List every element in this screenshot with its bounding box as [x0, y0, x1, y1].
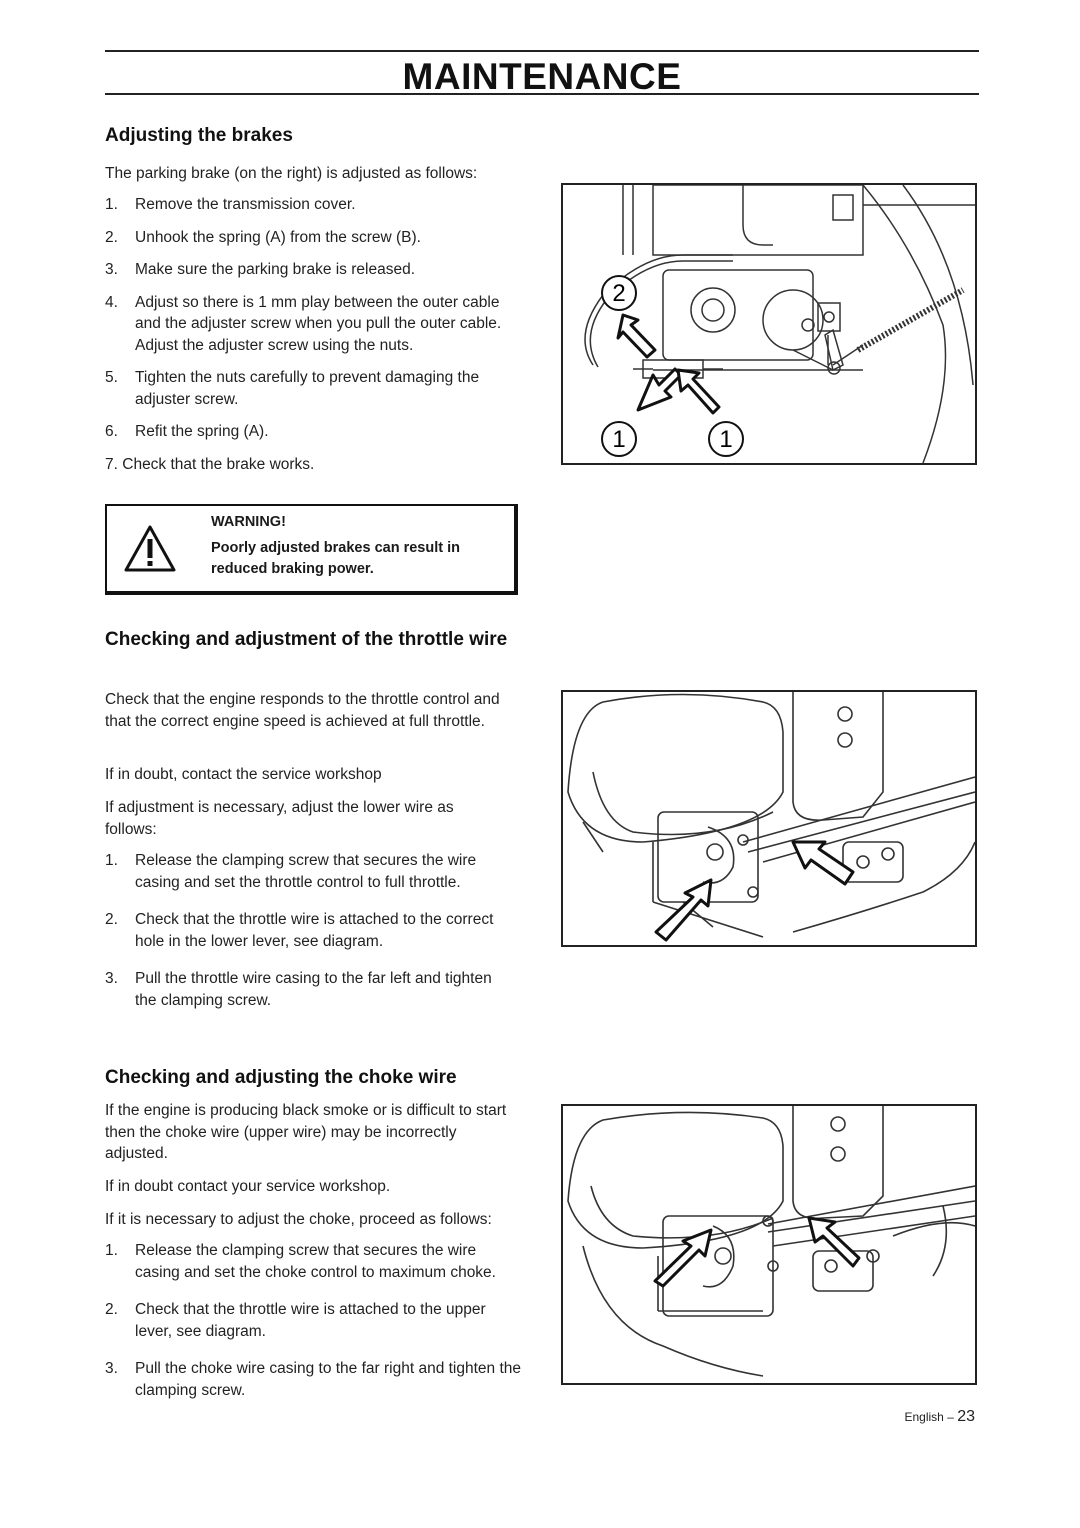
header-top-rule	[105, 50, 979, 52]
throttle-heading: Checking and adjustment of the throttle …	[105, 629, 508, 650]
step-text: Make sure the parking brake is released.	[135, 261, 416, 278]
figure-label-1b: 1	[719, 426, 732, 453]
list-item: 7. Check that the brake works.	[105, 454, 505, 476]
header-bottom-rule	[105, 93, 979, 95]
step-number: 5.	[105, 369, 118, 386]
throttle-steps: 1. Release the clamping screw that secure…	[105, 850, 515, 1011]
step-text: Tighten the nuts carefully to prevent da…	[135, 369, 480, 408]
step-text: Check that the brake works.	[122, 455, 315, 473]
arrow-icon	[616, 313, 657, 359]
warning-triangle-icon	[124, 525, 176, 572]
step-text: Release the clamping screw that secures …	[135, 852, 477, 891]
throttle-paragraph-1: Check that the engine responds to the th…	[105, 691, 500, 730]
step-text: Refit the spring (A).	[135, 423, 269, 440]
step-text: Pull the throttle wire casing to the far…	[135, 970, 492, 1009]
warning-label: WARNING!	[211, 514, 286, 530]
step-number: 2.	[105, 1301, 118, 1318]
list-item: 2. Check that the throttle wire is attach…	[105, 1299, 523, 1342]
list-item: 6. Refit the spring (A).	[105, 421, 505, 443]
brakes-heading: Adjusting the brakes	[105, 125, 293, 146]
brake-diagram: 2 1 1	[561, 183, 977, 465]
page-footer: English – 23	[905, 1408, 976, 1426]
list-item: 3. Pull the throttle wire casing to the f…	[105, 968, 515, 1011]
step-number: 1.	[105, 196, 118, 213]
step-text: Unhook the spring (A) from the screw (B)…	[135, 228, 421, 246]
step-number: 3.	[105, 970, 118, 987]
step-text: Pull the choke wire casing to the far ri…	[135, 1360, 522, 1399]
list-item: 4. Adjust so there is 1 mm play between t…	[105, 292, 505, 357]
brakes-steps: 1. Remove the transmission cover. 2. Unhoo…	[105, 194, 505, 475]
throttle-paragraph-3: If adjustment is necessary, adjust the l…	[105, 799, 454, 838]
step-number: 4.	[105, 293, 118, 311]
choke-steps: 1. Release the clamping screw that secure…	[105, 1240, 523, 1401]
figure-label-2: 2	[612, 280, 625, 307]
throttle-diagram	[561, 690, 977, 947]
list-item: 1. Release the clamping screw that secure…	[105, 1240, 523, 1283]
list-item: 5. Tighten the nuts carefully to prevent …	[105, 367, 505, 410]
list-item: 1. Remove the transmission cover.	[105, 194, 505, 216]
footer-language: English –	[904, 1410, 958, 1424]
choke-heading: Checking and adjusting the choke wire	[105, 1067, 457, 1088]
step-number: 3.	[105, 1360, 118, 1377]
step-text: Check that the throttle wire is attached…	[135, 1301, 486, 1340]
step-text: Adjust so there is 1 mm play between the…	[135, 293, 502, 333]
step-text: Remove the transmission cover.	[135, 196, 356, 213]
list-item: 2. Check that the throttle wire is attach…	[105, 909, 515, 952]
choke-paragraph-1: If the engine is producing black smoke o…	[105, 1102, 507, 1162]
step-number: 2.	[105, 228, 118, 246]
step-number: 1.	[105, 1242, 118, 1259]
step-number: 6.	[105, 423, 118, 440]
choke-paragraph-3: If it is necessary to adjust the choke, …	[105, 1211, 492, 1228]
throttle-paragraph-2: If in doubt, contact the service worksho…	[105, 766, 382, 783]
step-extra-text: Adjust the adjuster screw using the nuts…	[135, 336, 414, 354]
warning-text: Poorly adjusted brakes can result in red…	[211, 540, 460, 577]
step-number: 1.	[105, 852, 118, 869]
figure-label-1a: 1	[612, 426, 625, 453]
step-text: Check that the throttle wire is attached…	[135, 911, 494, 950]
list-item: 1. Release the clamping screw that secure…	[105, 850, 515, 893]
list-item: 3. Make sure the parking brake is release…	[105, 259, 505, 281]
warning-box: WARNING! Poorly adjusted brakes can resu…	[105, 504, 518, 595]
brakes-intro: The parking brake (on the right) is adju…	[105, 165, 478, 182]
page-number: 23	[957, 1408, 975, 1425]
list-item: 3. Pull the choke wire casing to the far …	[105, 1358, 523, 1401]
step-number: 7.	[105, 455, 118, 473]
step-text: Release the clamping screw that secures …	[135, 1242, 496, 1281]
step-number: 3.	[105, 261, 118, 278]
choke-paragraph-2: If in doubt contact your service worksho…	[105, 1178, 391, 1195]
step-number: 2.	[105, 911, 118, 928]
list-item: 2. Unhook the spring (A) from the screw (…	[105, 227, 505, 249]
choke-diagram	[561, 1104, 977, 1385]
page-title: MAINTENANCE	[402, 56, 682, 97]
